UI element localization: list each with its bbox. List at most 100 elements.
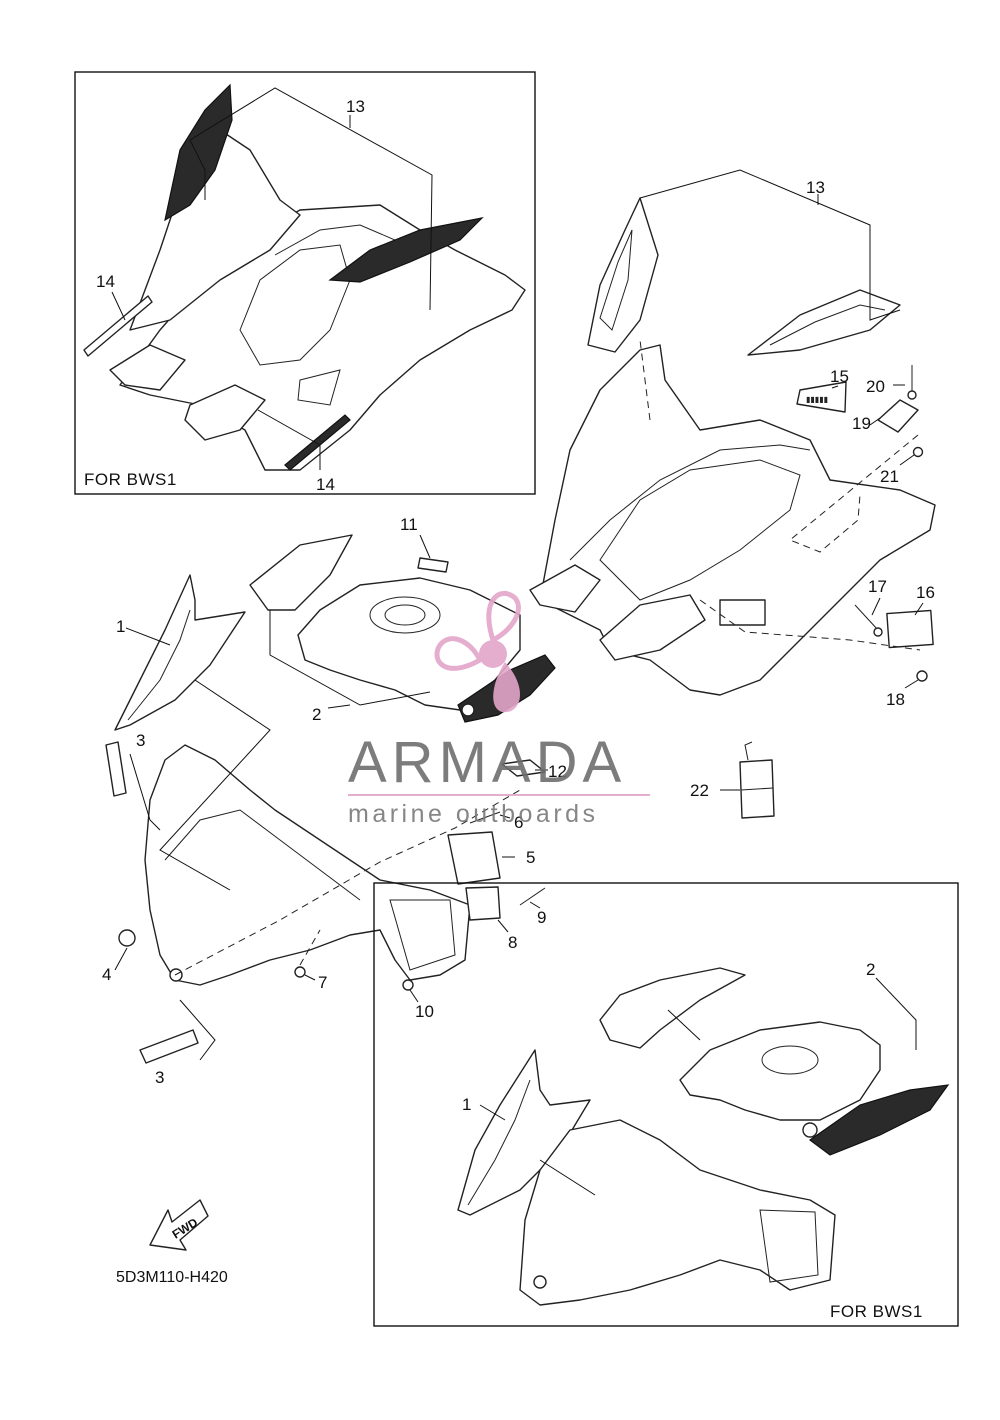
dash-lower-mount — [699, 599, 921, 651]
armada-watermark: ARMADA marine outboards — [348, 591, 650, 828]
callout-13: 13 — [806, 178, 825, 197]
rear-fender-assembly: ▮▮▮▮▮ 13 15 20 19 21 17 16 18 — [529, 169, 936, 709]
leader-13-inset — [189, 87, 433, 311]
callout-15: 15 — [830, 367, 849, 386]
callout-4: 4 — [102, 965, 111, 984]
screw-17-head — [873, 627, 883, 637]
decal-13-left-stripes — [599, 229, 633, 331]
side-cover-2-inset — [679, 1021, 881, 1121]
pad-2-upper-inset — [599, 967, 746, 1049]
callout-1: 1 — [116, 617, 125, 636]
front-mudflap-inset — [759, 1209, 819, 1283]
leader-3 — [129, 753, 216, 1061]
inset-top-left: 13 14 14 FOR BWS1 — [74, 71, 536, 495]
label-22-group: 22 — [690, 741, 775, 819]
emblem-15-mark: ▮▮▮▮▮ — [806, 395, 828, 404]
callout-7: 7 — [318, 973, 327, 992]
rear-bracket-front — [599, 594, 706, 661]
pad-2-upper — [249, 534, 353, 611]
fwd-indicator: FWD — [149, 1199, 209, 1251]
decal-13-right — [747, 289, 901, 356]
badge-socket-inset — [533, 1275, 547, 1289]
front-mudflap — [389, 899, 456, 971]
badge-inset — [802, 1122, 818, 1138]
callout-21: 21 — [880, 467, 899, 486]
plate-rear-mount — [719, 599, 766, 626]
decal-1-inset-stripe — [467, 1079, 531, 1206]
leader-14-lower — [257, 409, 321, 470]
callout-18: 18 — [886, 690, 905, 709]
callout-17: 17 — [868, 577, 887, 596]
washer-10 — [402, 979, 414, 991]
leader-11 — [419, 534, 431, 559]
fwd-arrow-icon — [149, 1199, 209, 1251]
label-22-divider — [740, 787, 774, 791]
decal-13-right-stripes — [769, 304, 886, 346]
leader-7 — [304, 974, 316, 981]
plate-19 — [877, 399, 919, 433]
callout-3-lower: 3 — [155, 1068, 164, 1087]
inset-frame — [373, 882, 959, 1327]
leader-16 — [914, 602, 924, 616]
emblem-3-lower — [139, 1029, 199, 1064]
leader-17 — [871, 597, 881, 616]
plate-16 — [886, 609, 934, 649]
front-fender-assembly: 1 3 3 4 5 6 7 8 9 10 12 — [102, 574, 567, 1087]
screw-20-head — [907, 390, 917, 400]
inset-frame — [74, 71, 536, 495]
dash-decal — [639, 339, 651, 421]
front-fender-inset — [519, 1119, 836, 1306]
callout-12: 12 — [548, 762, 567, 781]
decal-1 — [114, 574, 246, 731]
propeller-blade-top — [486, 591, 521, 644]
front-fender-ridge — [164, 809, 361, 901]
bracket-front-inset — [184, 384, 266, 441]
screw-6 — [469, 811, 501, 824]
screw-17-shaft — [854, 604, 879, 631]
propeller-blade-right — [493, 662, 520, 713]
leader-2 — [269, 610, 431, 706]
callout-2: 2 — [312, 705, 321, 724]
emblem-15 — [796, 381, 847, 413]
screw-9 — [519, 887, 546, 906]
stripe-14-upper-inset — [83, 295, 153, 357]
leader-15 — [831, 385, 839, 389]
leader-9 — [529, 901, 541, 909]
callout-14-upper: 14 — [96, 272, 115, 291]
stripe-14-lower-inset — [284, 414, 351, 471]
fuel-opening — [369, 596, 441, 634]
inset-label-top: FOR BWS1 — [84, 470, 177, 489]
leader-21 — [899, 454, 915, 466]
decal-12 — [501, 759, 546, 777]
leader-13 — [639, 169, 901, 321]
dash-front-mount — [174, 789, 521, 976]
leader-8 — [497, 919, 509, 933]
rear-seat-rim — [569, 444, 811, 561]
rear-storage-well — [599, 459, 801, 601]
callout-19: 19 — [852, 414, 871, 433]
washer-18 — [916, 670, 928, 682]
washer-7 — [294, 966, 306, 978]
leader-6 — [499, 814, 511, 819]
watermark-tagline: marine outboards — [348, 800, 599, 828]
propeller-logo-icon — [434, 591, 521, 713]
propeller-blade-left — [434, 636, 484, 671]
badge-4 — [118, 929, 136, 947]
plate-8 — [465, 886, 501, 921]
callout-13-inset: 13 — [346, 97, 365, 116]
bracket-left-inset — [109, 344, 186, 391]
callout-14-lower: 14 — [316, 475, 335, 494]
callout-5: 5 — [526, 848, 535, 867]
decal-13-right-inset — [328, 217, 484, 283]
leader-1 — [125, 627, 271, 891]
callout-20: 20 — [866, 377, 885, 396]
fuel-opening-inner — [384, 604, 426, 626]
plate-5 — [447, 831, 501, 885]
callout-11: 11 — [400, 515, 418, 534]
leader-1-inset — [479, 1104, 596, 1196]
side-decal-inset — [808, 1084, 950, 1156]
label-22-hook — [744, 741, 753, 761]
washer-21 — [912, 446, 924, 458]
